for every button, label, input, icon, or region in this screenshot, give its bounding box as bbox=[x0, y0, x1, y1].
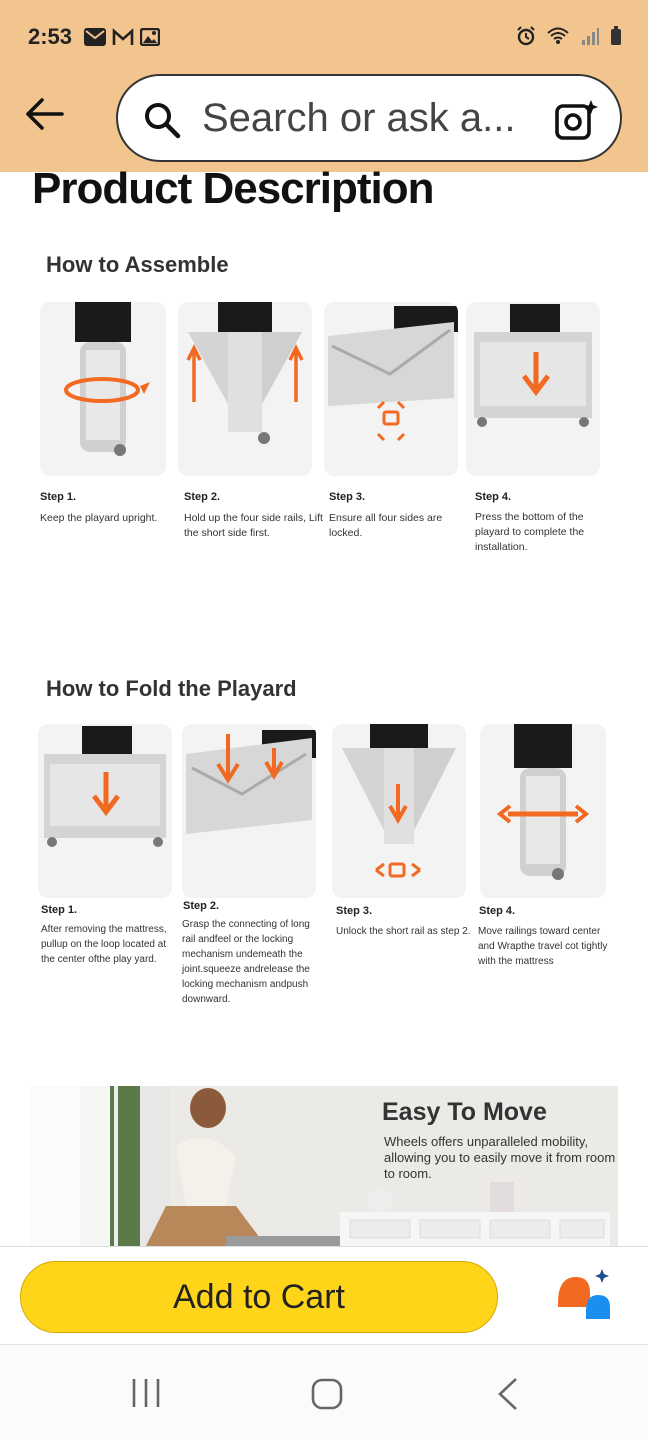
assemble-step-1-label: Step 1. bbox=[40, 491, 77, 503]
fold-step-4-label: Step 4. bbox=[479, 905, 516, 917]
assemble-image-1 bbox=[40, 302, 166, 476]
assemble-image-3 bbox=[324, 302, 458, 476]
fold-heading: How to Fold the Playard bbox=[46, 676, 297, 701]
page-title: Product Description bbox=[32, 164, 434, 213]
fold-image-3 bbox=[332, 724, 466, 898]
fold-step-1-label: Step 1. bbox=[41, 904, 78, 916]
banner-text: Wheels offers unparalleled mobility, all… bbox=[384, 1134, 616, 1181]
recents-icon[interactable] bbox=[130, 1377, 162, 1409]
assemble-step-3-text: Ensure all four sides are locked. bbox=[329, 512, 443, 539]
fold-step-4-text: Move railings toward center and Wrapthe … bbox=[478, 926, 608, 967]
assemble-image-2 bbox=[178, 302, 312, 476]
fold-step-2-text: Grasp the connecting of long rail andfee… bbox=[182, 919, 310, 1005]
system-nav-bar bbox=[0, 1344, 648, 1440]
fold-image-4 bbox=[480, 724, 606, 898]
banner-title: Easy To Move bbox=[382, 1098, 547, 1126]
dresser-image bbox=[340, 1182, 610, 1246]
home-icon[interactable] bbox=[310, 1377, 344, 1411]
assemble-step-1-text: Keep the playard upright. bbox=[40, 512, 158, 524]
assemble-step-2-label: Step 2. bbox=[184, 491, 221, 503]
search-input[interactable]: Search or ask a... bbox=[202, 96, 516, 140]
assemble-step-2-text: Hold up the four side rails, Lift the sh… bbox=[184, 512, 323, 539]
assemble-step-4-label: Step 4. bbox=[475, 491, 512, 503]
fold-step-3-label: Step 3. bbox=[336, 905, 373, 917]
window-image bbox=[30, 1086, 170, 1246]
cart-bar: Add to Cart bbox=[0, 1246, 648, 1344]
status-bar: 2:53 bbox=[0, 0, 648, 72]
mail-icon bbox=[84, 28, 106, 46]
battery-icon bbox=[611, 26, 621, 45]
fold-step-2-label: Step 2. bbox=[183, 900, 220, 912]
status-time: 2:53 bbox=[28, 24, 73, 49]
alarm-icon bbox=[517, 26, 535, 46]
assemble-heading: How to Assemble bbox=[46, 252, 229, 277]
rufus-assistant-icon[interactable] bbox=[554, 1269, 614, 1319]
assemble-step-3-label: Step 3. bbox=[329, 491, 366, 503]
wifi-icon bbox=[547, 27, 569, 44]
add-to-cart-button[interactable]: Add to Cart bbox=[20, 1261, 498, 1333]
search-bar[interactable]: Search or ask a... bbox=[116, 74, 622, 162]
camera-search-icon[interactable] bbox=[554, 98, 598, 142]
gallery-icon bbox=[140, 28, 160, 46]
assemble-step-4-text: Press the bottom of the playard to compl… bbox=[475, 511, 585, 553]
header: 2:53 Search or ask a... bbox=[0, 0, 648, 172]
signal-icon bbox=[582, 28, 599, 45]
fold-image-2 bbox=[182, 724, 316, 898]
gmail-icon bbox=[112, 28, 134, 45]
fold-image-1 bbox=[38, 724, 172, 898]
easy-to-move-banner: Easy To Move Wheels offers unparalleled … bbox=[30, 1086, 618, 1246]
search-icon bbox=[145, 103, 181, 139]
assemble-image-4 bbox=[466, 302, 600, 476]
back-icon[interactable] bbox=[496, 1377, 522, 1411]
fold-step-1-text: After removing the mattress, pullup on t… bbox=[41, 924, 167, 965]
woman-with-playard-image bbox=[146, 1088, 366, 1246]
fold-step-3-text: Unlock the short rail as step 2. bbox=[336, 926, 471, 937]
back-arrow-icon[interactable] bbox=[22, 94, 66, 134]
status-right bbox=[516, 26, 622, 46]
